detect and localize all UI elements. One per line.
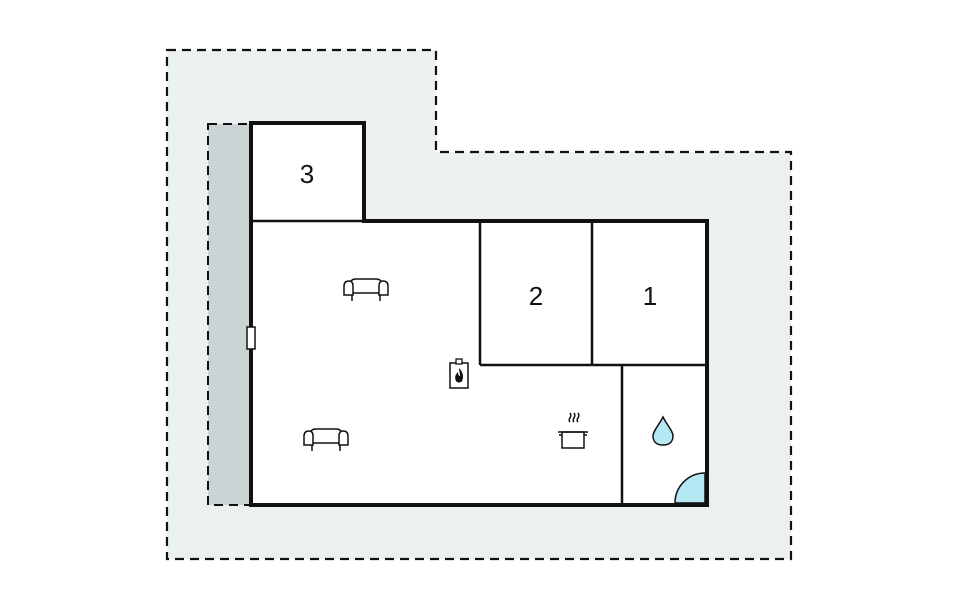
interior-walls <box>251 219 707 505</box>
room-label-1: 1 <box>643 281 657 311</box>
room-label-2: 2 <box>529 281 543 311</box>
fireplace-icon <box>449 358 469 389</box>
sofa-icon <box>343 278 389 301</box>
water-drop-icon <box>652 415 674 446</box>
veranda-strip <box>207 123 251 506</box>
entrance-door <box>246 326 256 350</box>
sofa-icon <box>303 428 349 451</box>
shower-icon <box>674 472 706 504</box>
kitchen-pot-icon <box>558 412 588 449</box>
room-label-3: 3 <box>300 159 314 189</box>
